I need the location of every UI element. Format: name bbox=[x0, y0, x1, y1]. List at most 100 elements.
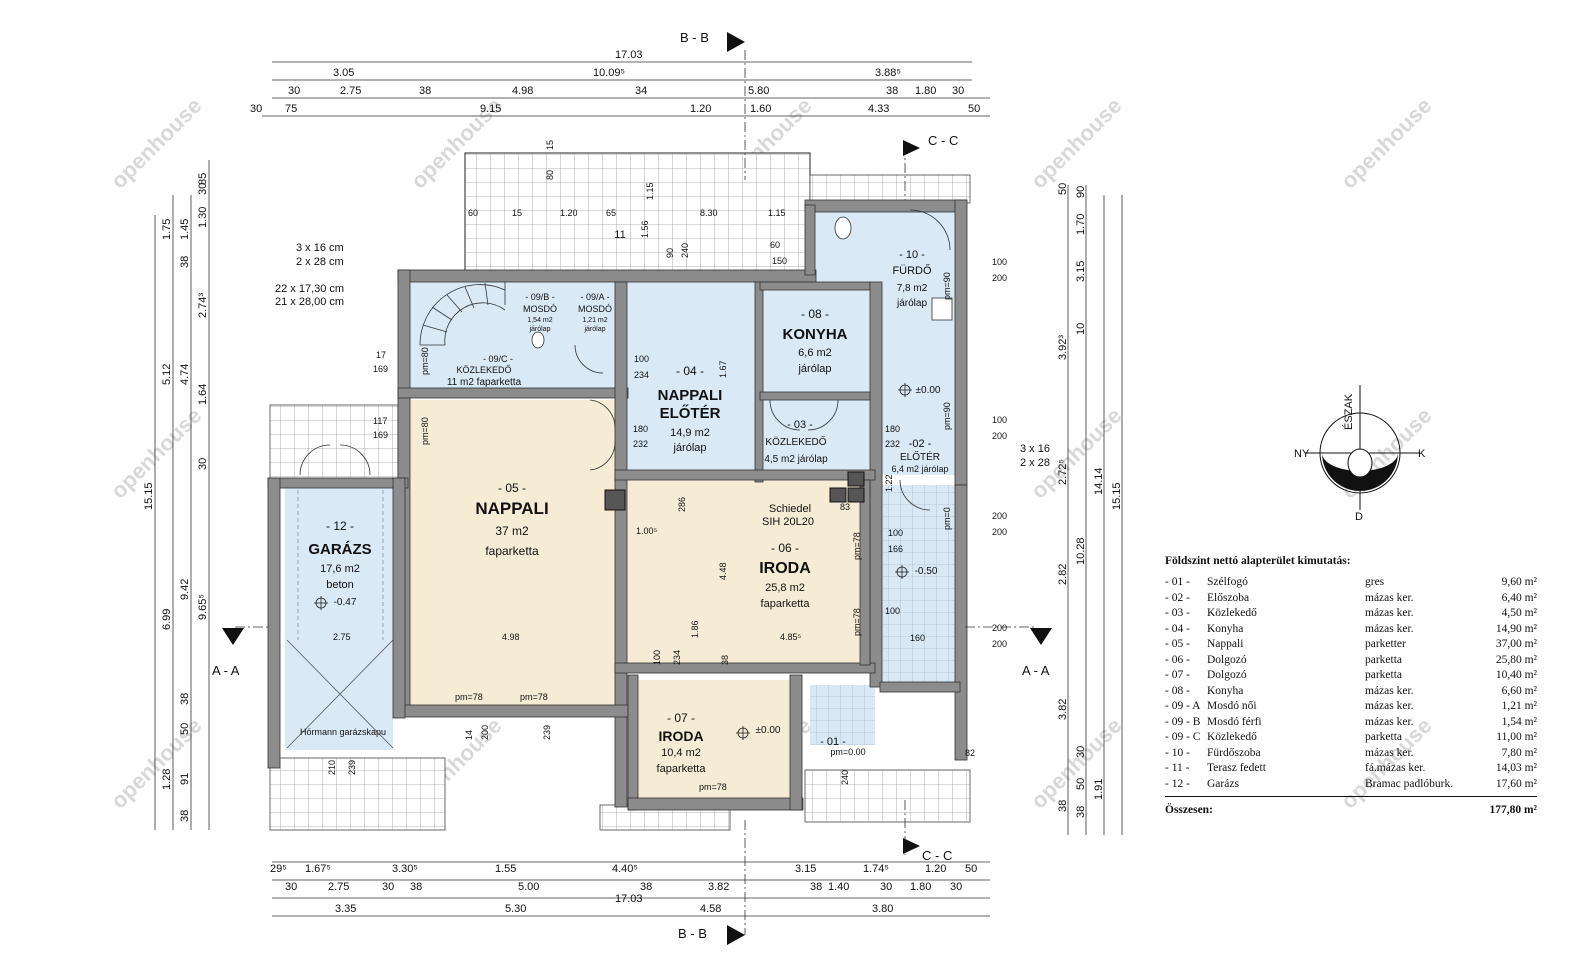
floor-04 bbox=[625, 280, 760, 475]
dim-bot-r1-4: 1.55 bbox=[495, 863, 516, 875]
inner-dim: 4.98 bbox=[502, 632, 520, 642]
room-12-area: 17,6 m2 bbox=[320, 563, 360, 575]
room-03-name: KÖZLEKEDŐ bbox=[765, 434, 826, 448]
dim-top-r3-8: 1.80 bbox=[915, 85, 936, 97]
room-05-area: 37 m2 bbox=[495, 524, 529, 538]
inner-dim: pm=78 bbox=[852, 608, 862, 636]
section-marker-cc-bottom bbox=[903, 838, 920, 854]
legend-total-value: 177,80 m² bbox=[1489, 804, 1537, 816]
inner-dim: pm=78 bbox=[520, 692, 548, 702]
legend-area: 7,80 m² bbox=[1501, 746, 1537, 759]
room-12: - 12 - GARÁZS 17,6 m2 beton bbox=[308, 519, 371, 591]
dim-top-r2-1: 3.05 bbox=[333, 67, 354, 79]
dim-left-t3: 4.74 bbox=[179, 364, 191, 385]
legend-code: - 09 - C bbox=[1165, 731, 1201, 743]
legend-name: Dolgozó bbox=[1207, 653, 1247, 666]
inner-dim: 100 bbox=[634, 354, 649, 364]
room-09a-area: 1,21 m2 bbox=[582, 317, 607, 324]
floor-09 bbox=[410, 280, 625, 390]
garden-paving-left bbox=[269, 404, 399, 481]
dim-left-f4: 1.64 bbox=[197, 384, 209, 405]
dim-top-r4-3: 9.15 bbox=[480, 103, 501, 115]
garage-door-cross-2 bbox=[286, 639, 394, 749]
inner-dim: 160 bbox=[910, 633, 925, 643]
dim-bot-r4-2: 5.30 bbox=[505, 903, 526, 915]
dim-right-f2: 90 bbox=[1075, 186, 1087, 198]
legend-area: 25,80 m² bbox=[1495, 653, 1537, 666]
inner-dim: 200 bbox=[992, 623, 1007, 633]
dim-right-f3: 38 bbox=[1057, 800, 1069, 812]
room-07-floor: faparketta bbox=[657, 763, 707, 775]
dimension-lines bbox=[154, 50, 1123, 935]
room-09c-area: 11 m2 faparketta bbox=[447, 377, 522, 388]
floor-01-steps bbox=[810, 685, 875, 745]
room-07: - 07 - IRODA 10,4 m2 faparketta bbox=[657, 711, 707, 775]
legend-floor: mázas ker. bbox=[1365, 622, 1414, 635]
dim-left-s3: 6.99 bbox=[161, 609, 173, 630]
legend-code: - 02 - bbox=[1165, 591, 1190, 604]
dim-left-t2: 38 bbox=[179, 256, 191, 268]
dim-bot-r1-7: 1.74⁵ bbox=[863, 863, 889, 875]
level-01: -0.50 bbox=[915, 566, 938, 577]
legend-code: - 11 - bbox=[1165, 762, 1190, 774]
area-legend: Földszint nettó alapterület kimutatás: -… bbox=[1165, 555, 1537, 816]
watermark-text: openhouse bbox=[1336, 93, 1437, 194]
dim-bot-r2-11: 1.80 bbox=[910, 881, 931, 893]
inner-dim: 8.30 bbox=[700, 208, 718, 218]
room-09b-floor: járólap bbox=[528, 326, 550, 333]
stair-note-b1: 22 x 17,30 cm bbox=[275, 283, 344, 295]
watermark-text: openhouse bbox=[1026, 713, 1127, 814]
room-08-area: 6,6 m2 bbox=[798, 347, 832, 359]
room-02-name: ELŐTÉR bbox=[900, 449, 940, 463]
inner-dim: 200 bbox=[992, 639, 1007, 649]
legend-name: Mosdó női bbox=[1207, 700, 1257, 712]
dim-left-s4: 1.28 bbox=[161, 769, 173, 790]
legend-name: Nappali bbox=[1207, 638, 1244, 650]
room-09c-name: KÖZLEKEDŐ bbox=[456, 365, 511, 375]
room-09c: - 09/C - KÖZLEKEDŐ 11 m2 faparketta bbox=[447, 354, 522, 388]
legend-area: 11,00 m² bbox=[1496, 731, 1537, 743]
dim-left-t4: 9.42 bbox=[179, 579, 191, 600]
room-02-num: -02 - bbox=[909, 438, 932, 450]
dim-left-f8: 38 bbox=[179, 810, 191, 822]
legend-code: - 03 - bbox=[1165, 607, 1190, 619]
legend-floor: mázas ker. bbox=[1365, 591, 1414, 604]
dim-bot-r1-2: 1.67⁵ bbox=[305, 863, 331, 875]
dim-left-f6: 9.65⁵ bbox=[197, 594, 209, 620]
room-10-num: - 10 - bbox=[899, 249, 925, 261]
room-09c-num: - 09/C - bbox=[483, 354, 513, 364]
stair-note-a1: 3 x 16 cm bbox=[296, 242, 344, 254]
dim-bot-r2-2: 2.75 bbox=[328, 881, 349, 893]
dim-top-total: 17.03 bbox=[615, 49, 643, 61]
inner-dim: 100 bbox=[992, 415, 1007, 425]
level-01-steps: pm=0.00 bbox=[830, 747, 865, 757]
inner-dim: 166 bbox=[888, 544, 903, 554]
dim-right-t9: 30 bbox=[1075, 746, 1087, 758]
inner-dim: 240 bbox=[680, 243, 690, 258]
legend-code: - 04 - bbox=[1165, 622, 1190, 635]
inner-dim: 150 bbox=[772, 256, 787, 266]
chimney-2 bbox=[847, 471, 865, 487]
inner-dim: 239 bbox=[347, 760, 357, 775]
section-marker-bb-top bbox=[727, 32, 745, 52]
room-07-area: 10,4 m2 bbox=[661, 747, 701, 759]
inner-dim: 1.56 bbox=[640, 220, 650, 238]
legend-floor: mázas ker. bbox=[1365, 700, 1414, 712]
room-05-name: NAPPALI bbox=[475, 499, 548, 518]
room-09b: - 09/B - MOSDÓ 1,54 m2 járólap bbox=[523, 292, 557, 333]
dim-bot-r2-8: 38 bbox=[810, 881, 822, 893]
legend-floor: mázas ker. bbox=[1365, 715, 1414, 728]
dim-left-f3: 2.74³ bbox=[197, 293, 209, 318]
garage-door-label: Hörmann garázskapu bbox=[300, 727, 386, 737]
inner-dim: pm=78 bbox=[852, 532, 862, 560]
dim-right-t4: 3.92³ bbox=[1057, 335, 1069, 360]
level-markers bbox=[314, 383, 912, 740]
legend-floor: mázas ker. bbox=[1365, 746, 1414, 759]
floor-06 bbox=[625, 480, 865, 665]
legend-total-row: Összesen: 177,80 m² bbox=[1165, 804, 1537, 816]
